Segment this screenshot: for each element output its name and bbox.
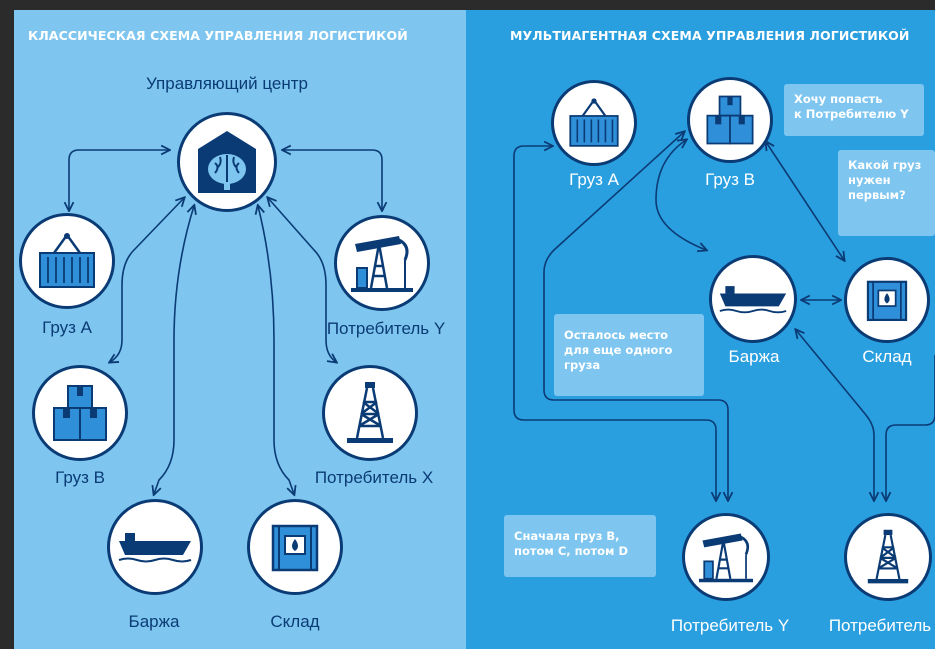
mas-warehouse-label: Склад — [862, 347, 912, 366]
warehouse-label: Склад — [270, 612, 320, 631]
control-center-node — [177, 112, 277, 212]
consumer-y-label: Потребитель Y — [326, 319, 446, 338]
boxes-icon — [706, 95, 754, 145]
oil-rig-icon — [347, 382, 393, 443]
link-center-consumer-y — [283, 150, 382, 210]
bubble-cargo-b-line-2: к Потребителю Y — [794, 107, 909, 121]
bubble-consumer-y-line-2: потом С, потом D — [514, 544, 628, 558]
link-center-consumer-x — [268, 198, 336, 362]
mas-cargo-b-node — [687, 77, 773, 163]
mas-barge-node — [709, 255, 797, 343]
cargo-a-label: Груз А — [42, 318, 92, 337]
bubble-warehouse: Какой груз нужен первым? — [838, 150, 935, 236]
mas-consumer-x-node — [844, 513, 932, 601]
bubble-cargo-b-line-1: Хочу попасть — [794, 92, 883, 106]
barge-node — [107, 499, 203, 595]
mas-cargo-a-label: Груз А — [569, 170, 619, 189]
link-center-cargo-b — [110, 198, 184, 362]
classic-scheme-title: КЛАССИЧЕСКАЯ СХЕМА УПРАВЛЕНИЯ ЛОГИСТИКОЙ — [28, 28, 408, 43]
bubble-consumer-y: Сначала груз В, потом С, потом D — [504, 515, 656, 577]
classic-scheme-panel: КЛАССИЧЕСКАЯ СХЕМА УПРАВЛЕНИЯ ЛОГИСТИКОЙ… — [14, 10, 466, 649]
cargo-a-node — [19, 213, 115, 309]
bubble-barge: Осталось место для еще одного груза — [554, 314, 704, 396]
mas-cargo-a-node — [551, 80, 637, 166]
link-cargo-b-barge — [655, 140, 706, 250]
bubble-barge-line-3: груза — [564, 358, 601, 372]
warehouse-node — [247, 499, 343, 595]
consumer-x-label: Потребитель Х — [314, 468, 434, 487]
bubble-barge-line-2: для еще одного — [564, 343, 673, 357]
link-center-cargo-a — [69, 150, 169, 210]
link-warehouse-consumer-x — [886, 355, 935, 500]
infographic: КЛАССИЧЕСКАЯ СХЕМА УПРАВЛЕНИЯ ЛОГИСТИКОЙ… — [14, 10, 935, 649]
barge-label: Баржа — [128, 612, 180, 631]
link-center-barge — [154, 206, 194, 494]
container-icon — [39, 233, 95, 288]
link-cargo-b-consumer-y-left — [543, 132, 728, 500]
pumpjack-icon — [699, 533, 753, 583]
barge-icon — [118, 533, 192, 563]
bubble-warehouse-line-1: Какой груз — [848, 158, 922, 172]
mas-barge-label: Баржа — [728, 347, 780, 366]
link-barge-consumer-x — [796, 330, 874, 500]
link-center-warehouse — [258, 206, 294, 494]
control-center-label: Управляющий центр — [146, 74, 308, 93]
mas-consumer-y-label: Потребитель Y — [670, 616, 790, 635]
mas-consumer-y-node — [682, 513, 770, 601]
bubble-cargo-b: Хочу попасть к Потребителю Y — [784, 84, 924, 136]
link-cargo-b-warehouse — [766, 142, 844, 260]
oil-rig-icon — [867, 529, 909, 584]
container-icon — [569, 98, 619, 147]
mas-cargo-b-label: Груз В — [705, 170, 755, 189]
boxes-icon — [53, 385, 107, 441]
brain-icon — [198, 131, 256, 193]
cargo-b-node — [32, 365, 128, 461]
barge-icon — [719, 286, 787, 314]
bubble-barge-line-1: Осталось место — [564, 328, 669, 342]
tank-icon — [271, 524, 319, 572]
mas-consumer-x-label: Потребитель Х — [828, 616, 935, 635]
multiagent-scheme-title: МУЛЬТИАГЕНТНАЯ СХЕМА УПРАВЛЕНИЯ ЛОГИСТИК… — [510, 28, 910, 43]
bubble-consumer-y-line-1: Сначала груз В, — [514, 529, 620, 543]
consumer-y-node — [334, 215, 430, 311]
multiagent-links — [513, 10, 935, 649]
tank-icon — [866, 280, 908, 322]
classic-links — [14, 10, 466, 649]
pumpjack-icon — [351, 236, 413, 292]
bubble-warehouse-line-2: нужен — [848, 173, 891, 187]
consumer-x-node — [322, 365, 418, 461]
multiagent-scheme-panel: МУЛЬТИАГЕНТНАЯ СХЕМА УПРАВЛЕНИЯ ЛОГИСТИК… — [466, 10, 935, 649]
mas-warehouse-node — [844, 257, 930, 343]
bubble-warehouse-line-3: первым? — [848, 188, 906, 202]
cargo-b-label: Груз В — [55, 468, 105, 487]
